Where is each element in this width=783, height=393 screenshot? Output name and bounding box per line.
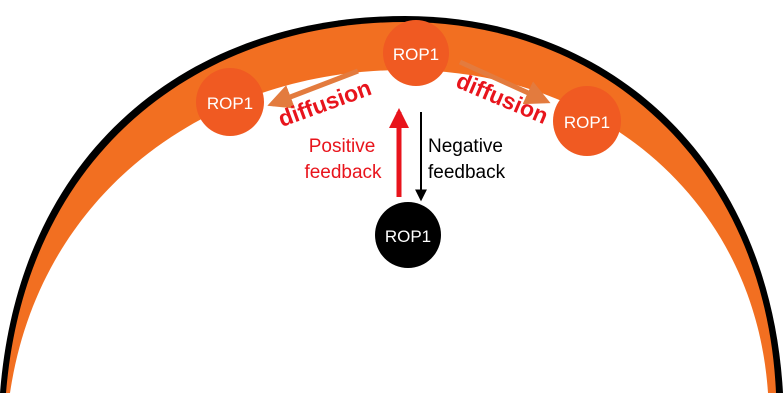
rop1-left-label: ROP1 (207, 94, 253, 113)
diffusion-arrow-right (458, 59, 551, 105)
positive-feedback-label-line1: Positive (309, 136, 376, 157)
positive-feedback-label-line2: feedback (304, 162, 382, 183)
rop1-node-left: ROP1 (196, 68, 264, 136)
rop1-bottom-label: ROP1 (385, 227, 431, 246)
rop1-top-label: ROP1 (393, 45, 439, 64)
diffusion-arrow-left (267, 68, 359, 109)
rop1-node-cytosol: ROP1 (375, 202, 441, 268)
negative-feedback-label-line1: Negative (428, 136, 503, 157)
negative-feedback-label-line2: feedback (428, 162, 506, 183)
rop1-right-label: ROP1 (564, 113, 610, 132)
rop1-node-top: ROP1 (383, 20, 449, 86)
rop1-node-right: ROP1 (553, 86, 621, 156)
